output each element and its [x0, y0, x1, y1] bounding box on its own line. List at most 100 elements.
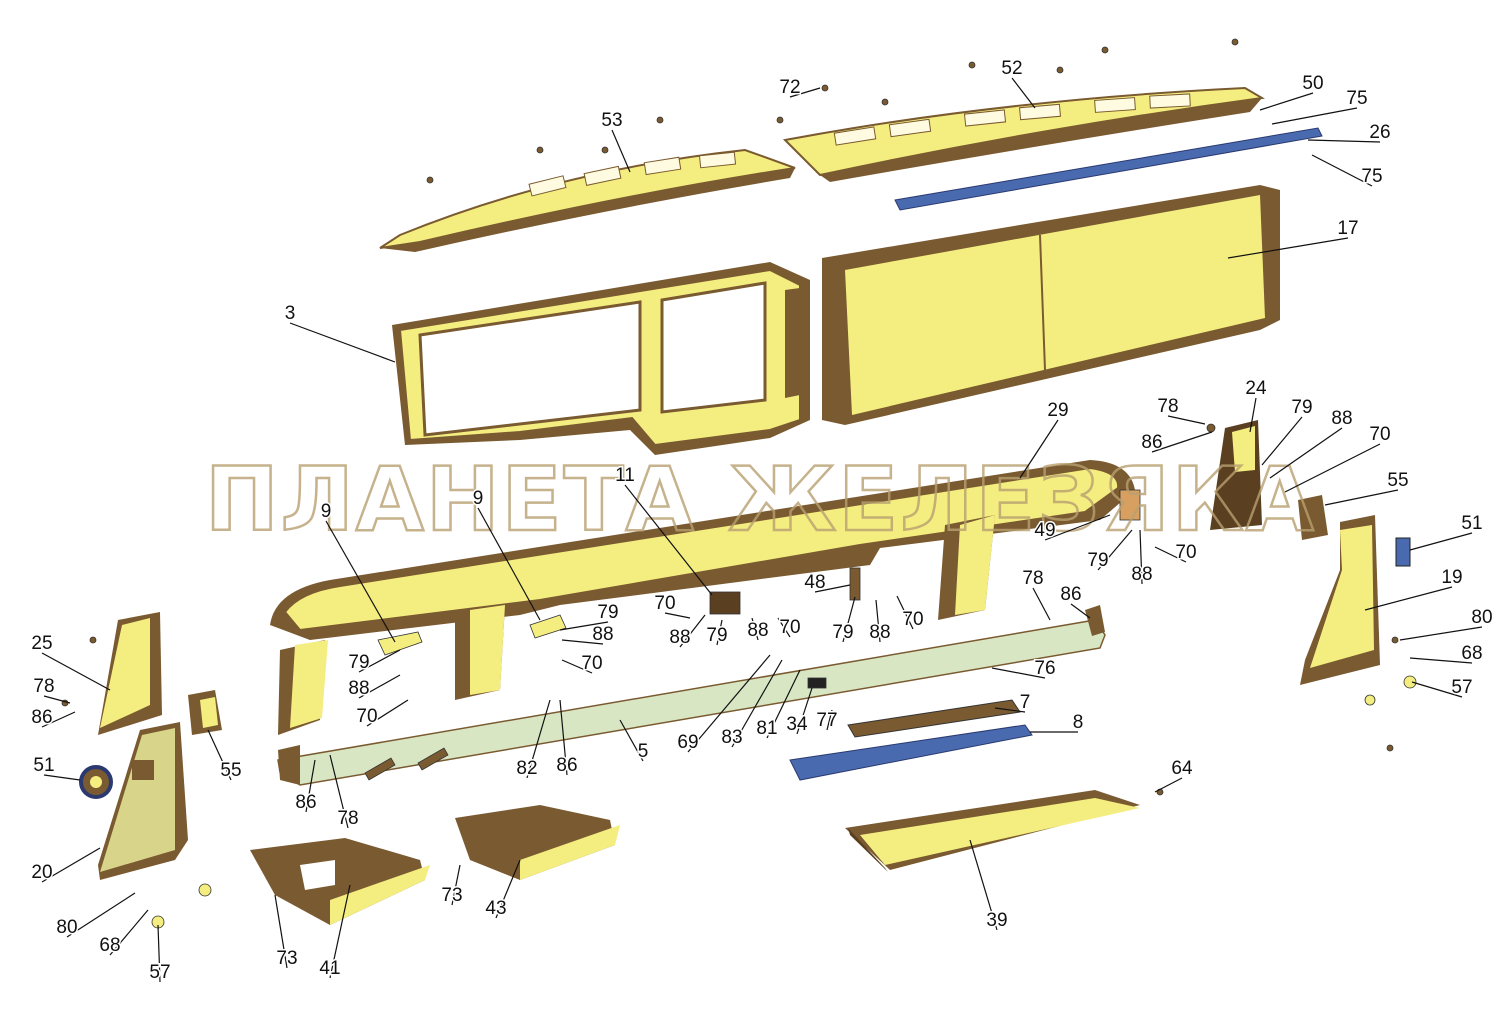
leader-c77 [826, 709, 833, 731]
leader-c88d [679, 614, 706, 648]
leader-c68a [1409, 657, 1473, 664]
leader-c86d [41, 711, 76, 728]
leader-c80a [1399, 626, 1483, 641]
callout-c8: 8 [1073, 712, 1084, 733]
callout-c81: 81 [756, 718, 777, 739]
leader-c70b [1154, 546, 1187, 563]
callout-c79d: 79 [706, 625, 727, 646]
callout-c79b: 79 [1087, 550, 1108, 571]
callout-c78c: 78 [33, 676, 54, 697]
callout-c9b: 9 [473, 488, 484, 509]
callout-c70a: 70 [1369, 424, 1390, 445]
leader-c88c [875, 599, 881, 643]
callout-c73b: 73 [276, 948, 297, 969]
leader-c9b [477, 507, 541, 621]
callout-c78b: 78 [1022, 568, 1043, 589]
callout-c79g: 79 [348, 652, 369, 673]
leader-c79a [1261, 416, 1303, 466]
callout-c11: 11 [615, 465, 635, 486]
leader-c79g [358, 649, 401, 673]
callout-c20: 20 [31, 862, 52, 883]
leader-c51a [1409, 532, 1473, 551]
callout-c43: 43 [485, 898, 506, 919]
callout-c80b: 80 [56, 917, 77, 938]
leader-c88e [751, 617, 759, 641]
leader-c83 [731, 659, 783, 748]
cover-41 [250, 838, 430, 925]
leader-c34 [796, 687, 813, 735]
leader-c70a [1284, 443, 1381, 493]
leader-c86a [1151, 431, 1213, 453]
leader-c26 [1307, 139, 1381, 143]
dashboard-29 [270, 460, 1135, 735]
leader-c86b [1070, 603, 1091, 619]
leader-c88h [358, 674, 401, 699]
leader-c75b [1311, 154, 1373, 187]
leader-c3 [289, 322, 396, 363]
plate-8 [789, 724, 1033, 781]
leader-c78d [329, 754, 349, 829]
leader-c86c [559, 699, 568, 776]
bracket-55-right [1298, 495, 1328, 540]
callout-c52: 52 [1001, 58, 1022, 79]
callout-c76: 76 [1034, 658, 1055, 679]
callout-c70e: 70 [779, 617, 800, 638]
callout-c80a: 80 [1471, 607, 1492, 628]
leader-c43 [495, 859, 521, 919]
callout-c75b: 75 [1361, 166, 1382, 187]
leader-c48 [814, 584, 851, 593]
leader-c88a [1269, 427, 1343, 479]
callout-c88h: 88 [348, 678, 369, 699]
cover-39 [845, 790, 1140, 872]
callout-c77: 77 [816, 710, 837, 731]
leader-c57b [157, 924, 161, 983]
leader-c19 [1364, 586, 1453, 611]
leader-c29 [1019, 419, 1059, 479]
cover-43 [455, 805, 620, 880]
callout-c82: 82 [516, 758, 537, 779]
leader-c70c [896, 595, 914, 630]
leader-c79b [1097, 529, 1133, 571]
plate-7 [847, 699, 1021, 738]
leader-c55a [1324, 489, 1399, 506]
bracket-19 [1300, 515, 1380, 685]
leader-c70d [664, 612, 691, 619]
leader-c82 [526, 699, 551, 779]
leader-c78a [1167, 415, 1206, 425]
leader-c39 [969, 839, 998, 931]
callout-c51b: 51 [33, 755, 54, 776]
callout-c5: 5 [638, 741, 649, 762]
leader-c5 [619, 719, 644, 762]
leader-c69 [687, 654, 771, 753]
callout-c79e: 79 [597, 602, 618, 623]
callout-c55a: 55 [1387, 470, 1408, 491]
leader-c17 [1227, 237, 1349, 259]
callout-c64: 64 [1171, 758, 1193, 779]
leader-c9a [325, 520, 396, 643]
callout-c50: 50 [1302, 73, 1323, 94]
leader-c79d [716, 619, 723, 646]
leader-c55b [207, 729, 232, 781]
callout-c9a: 9 [321, 501, 332, 522]
callout-c29: 29 [1047, 400, 1068, 421]
panel-17 [822, 185, 1280, 425]
callout-c49: 49 [1034, 520, 1055, 541]
leader-c78c [43, 695, 71, 704]
callout-c3: 3 [285, 303, 296, 324]
leader-c68b [109, 909, 149, 956]
callout-c79a: 79 [1291, 397, 1312, 418]
leader-c7 [994, 707, 1026, 713]
callout-c69: 69 [677, 732, 698, 753]
callout-c78a: 78 [1157, 396, 1178, 417]
seal-51-right [1395, 537, 1411, 567]
leader-c80b [66, 892, 136, 938]
callout-c88d: 88 [669, 627, 690, 648]
callout-c72: 72 [779, 77, 800, 98]
callout-c41: 41 [319, 958, 340, 979]
callout-c68b: 68 [99, 935, 120, 956]
callout-c78d: 78 [337, 808, 358, 829]
callout-c83: 83 [721, 727, 742, 748]
callout-c75a: 75 [1346, 88, 1367, 109]
leader-c78b [1032, 587, 1051, 621]
